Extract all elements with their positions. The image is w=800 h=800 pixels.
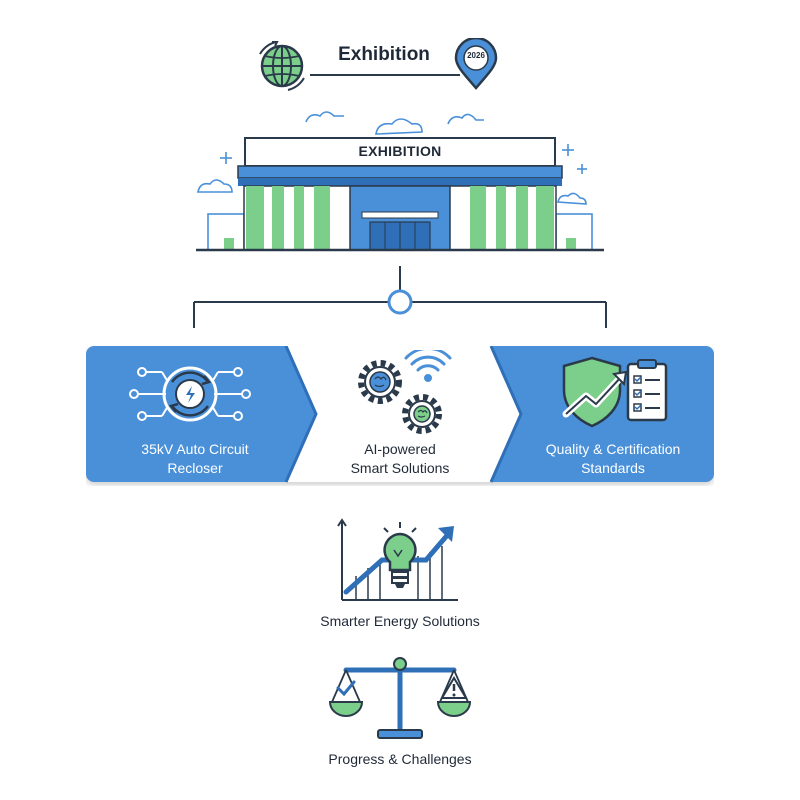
building-sign: EXHIBITION [358, 143, 442, 159]
exhibition-building [196, 111, 604, 252]
header-underline [310, 74, 460, 76]
card-band [86, 346, 714, 483]
card-label-recloser: 35kV Auto Circuit Recloser [141, 441, 249, 476]
checklist-icon [626, 359, 668, 422]
growth-lightbulb-icon [337, 518, 458, 601]
shield-check-icon [562, 356, 668, 428]
header-title: Exhibition [338, 44, 430, 65]
ai-gears-icon [358, 350, 452, 434]
globe-icon [259, 41, 305, 91]
balance-scale-icon [328, 657, 472, 739]
badge-year: 2026 [467, 51, 485, 60]
card-label-ai: AI-powered Smart Solutions [350, 441, 450, 476]
recloser-icon [129, 366, 251, 422]
connector-tree [193, 266, 607, 328]
wifi-icon [404, 350, 452, 382]
map-pin-icon [454, 38, 498, 90]
card-label-quality: Quality & Certification Standards [545, 441, 681, 476]
progress-label: Progress & Challenges [328, 751, 472, 767]
cloud-icon [197, 111, 587, 205]
energy-label: Smarter Energy Solutions [320, 613, 480, 629]
